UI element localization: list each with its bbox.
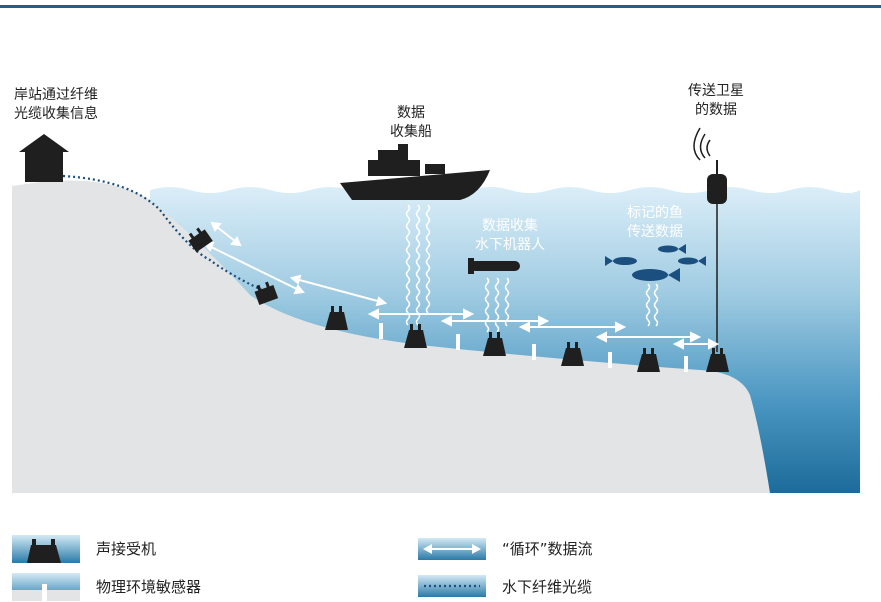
auv-label-line2: 水下机器人 (475, 237, 545, 253)
top-rule (0, 5, 881, 8)
legend-data-flow-swatch (418, 538, 486, 560)
tagged-fish-icon (605, 244, 706, 282)
legend-fiber-cable-swatch (418, 575, 486, 597)
legend-data-flow-label: “循环”数据流 (502, 540, 593, 558)
seabed-land (12, 180, 770, 493)
data-ship-icon (340, 144, 490, 200)
data-ship-label: 数据 收集船 (376, 104, 446, 142)
shore-station-icon (19, 134, 69, 182)
data-ship-label-line2: 收集船 (390, 124, 432, 140)
auv-label-line1: 数据收集 (482, 218, 538, 234)
shore-station-label-line1: 岸站通过纤维 (14, 87, 98, 103)
environment-sensors (379, 323, 688, 372)
shore-station-label-line2: 光缆收集信息 (14, 106, 98, 122)
data-flow-arrows (203, 221, 720, 350)
legend-fiber-cable-label: 水下纤维光缆 (502, 578, 593, 596)
satellite-label-line1: 传送卫星 (688, 83, 744, 99)
acoustic-signals (405, 204, 659, 333)
auv-label: 数据收集 水下机器人 (460, 217, 560, 255)
legend-sensor-swatch (12, 573, 80, 601)
satellite-buoy-icon (693, 127, 727, 352)
legend-sensor-label: 物理环境敏感器 (96, 578, 202, 596)
tagged-fish-label-line1: 标记的鱼 (627, 205, 683, 221)
satellite-label-line2: 的数据 (695, 102, 737, 118)
shore-station-label: 岸站通过纤维 光缆收集信息 (14, 86, 98, 124)
acoustic-receivers (188, 227, 729, 372)
tagged-fish-label: 标记的鱼 传送数据 (615, 204, 695, 242)
legend-receiver-label: 声接受机 (96, 540, 157, 558)
satellite-label: 传送卫星 的数据 (676, 82, 756, 120)
tagged-fish-label-line2: 传送数据 (627, 224, 683, 240)
legend-receiver-swatch (12, 535, 80, 563)
fiber-cable-line (62, 174, 263, 291)
data-ship-label-line1: 数据 (397, 105, 425, 121)
auv-icon (468, 258, 520, 274)
